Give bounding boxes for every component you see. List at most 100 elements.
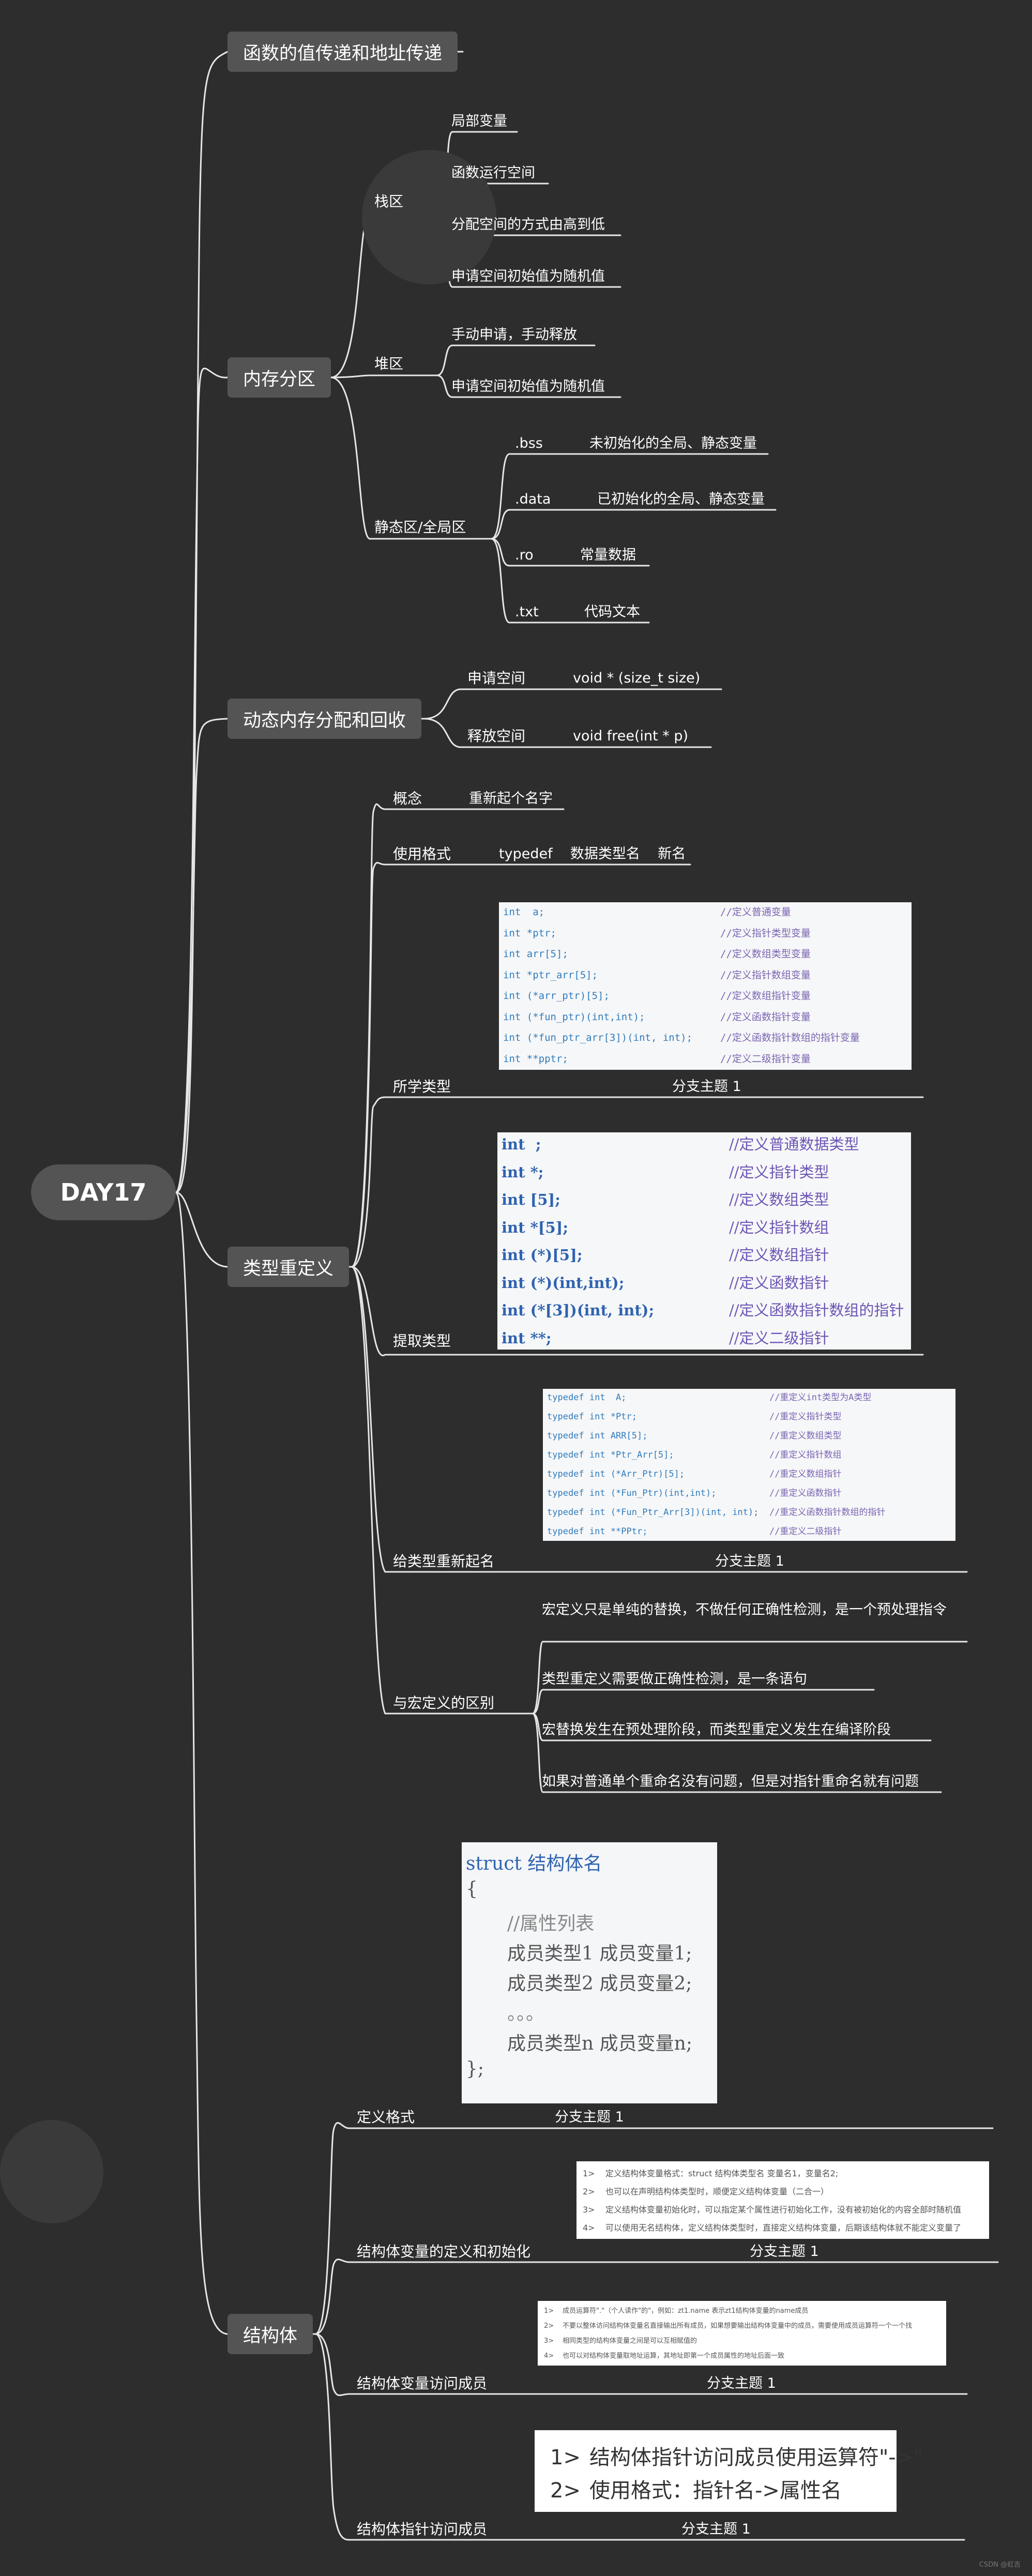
link-root-typedef bbox=[175, 1191, 229, 1268]
code-comment: //重定义指针数组 bbox=[769, 1450, 842, 1460]
node-heap-item[interactable]: 手动申请，手动释放 bbox=[451, 327, 577, 343]
code-comment: //定义数组类型变量 bbox=[720, 948, 811, 960]
code-struct-format: struct 结构体名{//属性列表成员类型1 成员变量1;成员类型2 成员变量… bbox=[462, 1842, 717, 2103]
node-alloc[interactable]: 申请空间 bbox=[467, 670, 526, 687]
code-text: int (*)(int,int); bbox=[502, 1274, 625, 1292]
root-node[interactable]: DAY17 bbox=[31, 1164, 176, 1220]
node-segment-name[interactable]: .data bbox=[515, 491, 551, 507]
code-line: int *ptr;//定义指针类型变量 bbox=[503, 926, 811, 940]
code-comment: //重定义二级指针 bbox=[769, 1526, 842, 1537]
node-struct-member[interactable]: 结构体变量访问成员 bbox=[357, 2375, 488, 2392]
node-learned[interactable]: 所学类型 bbox=[393, 1078, 451, 1095]
node-concept-desc: 重新起个名字 bbox=[469, 791, 553, 807]
note-bullet: 3> bbox=[583, 2205, 595, 2215]
node-format[interactable]: 使用格式 bbox=[393, 845, 451, 862]
node-struct-define[interactable]: 定义格式 bbox=[357, 2109, 415, 2126]
node-macro-item[interactable]: 宏替换发生在预处理阶段，而类型重定义发生在编译阶段 bbox=[542, 1722, 891, 1738]
node-rename-topic[interactable]: 分支主题 1 bbox=[715, 1553, 784, 1569]
note-bullet: 2> bbox=[544, 2322, 554, 2330]
node-learned-topic[interactable]: 分支主题 1 bbox=[672, 1079, 741, 1095]
code-text: typedef int **PPtr; bbox=[547, 1526, 648, 1537]
node-static[interactable]: 静态区/全局区 bbox=[374, 519, 466, 536]
code-text: int (*arr_ptr)[5]; bbox=[503, 990, 610, 1002]
notes-struct-ptr: 1>结构体指针访问成员使用运算符"->"2>使用格式：指针名->属性名 bbox=[535, 2430, 923, 2512]
code-text: int [5]; bbox=[502, 1191, 560, 1208]
decor-circle bbox=[0, 2120, 103, 2223]
node-macro-item[interactable]: 类型重定义需要做正确性检测，是一条语句 bbox=[542, 1671, 807, 1687]
code-text: int **pptr; bbox=[503, 1053, 568, 1065]
node-struct-var-init-topic[interactable]: 分支主题 1 bbox=[750, 2244, 819, 2260]
node-rename[interactable]: 给类型重新起名 bbox=[393, 1553, 495, 1570]
node-format-desc: typedef 数据类型名 新名 bbox=[499, 846, 686, 862]
code-text: int *ptr_arr[5]; bbox=[503, 969, 598, 981]
code-comment: //重定义函数指针数组的指针 bbox=[769, 1507, 886, 1518]
node-segment-name[interactable]: .ro bbox=[515, 547, 534, 563]
code-text: int *; bbox=[502, 1163, 544, 1181]
code-text: int (*[3])(int, int); bbox=[502, 1301, 655, 1319]
code-comment: //定义二级指针变量 bbox=[720, 1053, 811, 1065]
node-stack-item[interactable]: 局部变量 bbox=[451, 113, 507, 129]
note-bullet: 2> bbox=[550, 2479, 581, 2503]
notes-struct-init: 1>定义结构体变量格式：struct 结构体类型名 变量名1，变量名2;2>也可… bbox=[576, 2161, 989, 2239]
node-struct-ptr-member-topic[interactable]: 分支主题 1 bbox=[681, 2521, 751, 2537]
code-line: int **pptr; //定义二级指针变量 bbox=[503, 1051, 811, 1065]
topic-memory[interactable]: 内存分区 bbox=[227, 357, 331, 398]
note-text: 不要以整体访问结构体变量名直接输出所有成员，如果想要输出结构体变量中的成员，需要… bbox=[563, 2322, 913, 2330]
note-line: 3> 定义结构体变量初始化时，可以指定某个属性进行初始化工作，没有被初始化的内容全… bbox=[583, 2203, 961, 2215]
struct-code-line: struct 结构体名 bbox=[466, 1853, 602, 1874]
node-free[interactable]: 释放空间 bbox=[467, 728, 526, 745]
ptr-note-line: 2> 使用格式：指针名->属性名 bbox=[550, 2474, 842, 2504]
note-bullet: 3> bbox=[544, 2337, 554, 2345]
node-macro-item[interactable]: 如果对普通单个重命名没有问题，但是对指针重命名就有问题 bbox=[542, 1774, 919, 1790]
node-stack-item[interactable]: 申请空间初始值为随机值 bbox=[451, 268, 605, 284]
note-text: 结构体指针访问成员使用运算符"->" bbox=[589, 2446, 923, 2469]
note-line: 2> 不要以整体访问结构体变量名直接输出所有成员，如果想要输出结构体变量中的成员，… bbox=[544, 2320, 912, 2330]
code-line: typedef int (*Fun_Ptr_Arr[3])(int, int);… bbox=[547, 1505, 885, 1518]
node-free-desc: void free(int * p) bbox=[573, 728, 689, 744]
link-root-value bbox=[175, 51, 229, 1193]
node-heap[interactable]: 堆区 bbox=[374, 355, 404, 372]
note-text: 使用格式：指针名->属性名 bbox=[589, 2479, 842, 2503]
node-macro-item[interactable]: 宏定义只是单纯的替换，不做任何正确性检测，是一个预处理指令 bbox=[542, 1602, 947, 1618]
node-extract[interactable]: 提取类型 bbox=[393, 1332, 451, 1350]
code-comment: //重定义int类型为A类型 bbox=[769, 1392, 872, 1403]
node-segment-desc: 已初始化的全局、静态变量 bbox=[597, 491, 765, 507]
code-comment: //定义数组指针变量 bbox=[720, 990, 811, 1002]
note-bullet: 2> bbox=[583, 2187, 595, 2196]
note-bullet: 4> bbox=[544, 2352, 554, 2360]
node-macro-diff[interactable]: 与宏定义的区别 bbox=[393, 1694, 495, 1711]
note-line: 3>相同类型的结构体变量之间是可以互相赋值的 bbox=[544, 2335, 697, 2345]
node-alloc-desc: void * (size_t size) bbox=[573, 670, 701, 686]
node-stack-item[interactable]: 函数运行空间 bbox=[451, 165, 535, 181]
node-struct-var-init[interactable]: 结构体变量的定义和初始化 bbox=[357, 2243, 531, 2260]
code-line: int *[5]; //定义指针数组 bbox=[502, 1216, 829, 1237]
topic-typedef[interactable]: 类型重定义 bbox=[227, 1247, 350, 1287]
code-comment: //重定义指针类型 bbox=[769, 1412, 842, 1422]
node-stack-item[interactable]: 分配空间的方式由高到低 bbox=[451, 217, 605, 233]
code-comment: //定义普通数据类型 bbox=[729, 1135, 859, 1153]
code-text: int *[5]; bbox=[502, 1218, 569, 1236]
code-comment: //定义指针数组 bbox=[729, 1218, 829, 1236]
struct-code-line: 成员类型1 成员变量1; bbox=[507, 1943, 692, 1964]
node-segment-name[interactable]: .txt bbox=[515, 604, 539, 620]
code-line: typedef int (*Fun_Ptr)(int,int);//重定义函数指… bbox=[547, 1486, 841, 1498]
note-text: 定义结构体变量初始化时，可以指定某个属性进行初始化工作，没有被初始化的内容全部时… bbox=[605, 2205, 962, 2215]
code-text: int ; bbox=[502, 1135, 541, 1153]
topic-dynamic[interactable]: 动态内存分配和回收 bbox=[227, 699, 422, 739]
code-comment: //定义指针数组变量 bbox=[720, 969, 811, 981]
topic-struct[interactable]: 结构体 bbox=[227, 2314, 313, 2354]
node-struct-ptr-member[interactable]: 结构体指针访问成员 bbox=[357, 2521, 488, 2538]
code-line: typedef int *Ptr;//重定义指针类型 bbox=[547, 1409, 841, 1422]
node-concept[interactable]: 概念 bbox=[393, 790, 422, 807]
topic-value-address[interactable]: 函数的值传递和地址传递 bbox=[227, 32, 458, 72]
node-struct-member-topic[interactable]: 分支主题 1 bbox=[707, 2375, 776, 2391]
node-heap-item[interactable]: 申请空间初始值为随机值 bbox=[451, 378, 605, 395]
code-text: int (*fun_ptr_arr[3])(int, int); bbox=[503, 1032, 693, 1043]
node-struct-define-topic[interactable]: 分支主题 1 bbox=[555, 2109, 624, 2125]
code-line: int (*)[5];//定义数组指针 bbox=[502, 1243, 829, 1265]
code-comment: //定义数组指针 bbox=[729, 1246, 829, 1264]
note-line: 4>也可以对结构体变量取地址运算，其地址即第一个成员属性的地址后面一致 bbox=[544, 2350, 784, 2360]
node-stack[interactable]: 栈区 bbox=[374, 193, 404, 210]
node-segment-name[interactable]: .bss bbox=[515, 435, 543, 451]
